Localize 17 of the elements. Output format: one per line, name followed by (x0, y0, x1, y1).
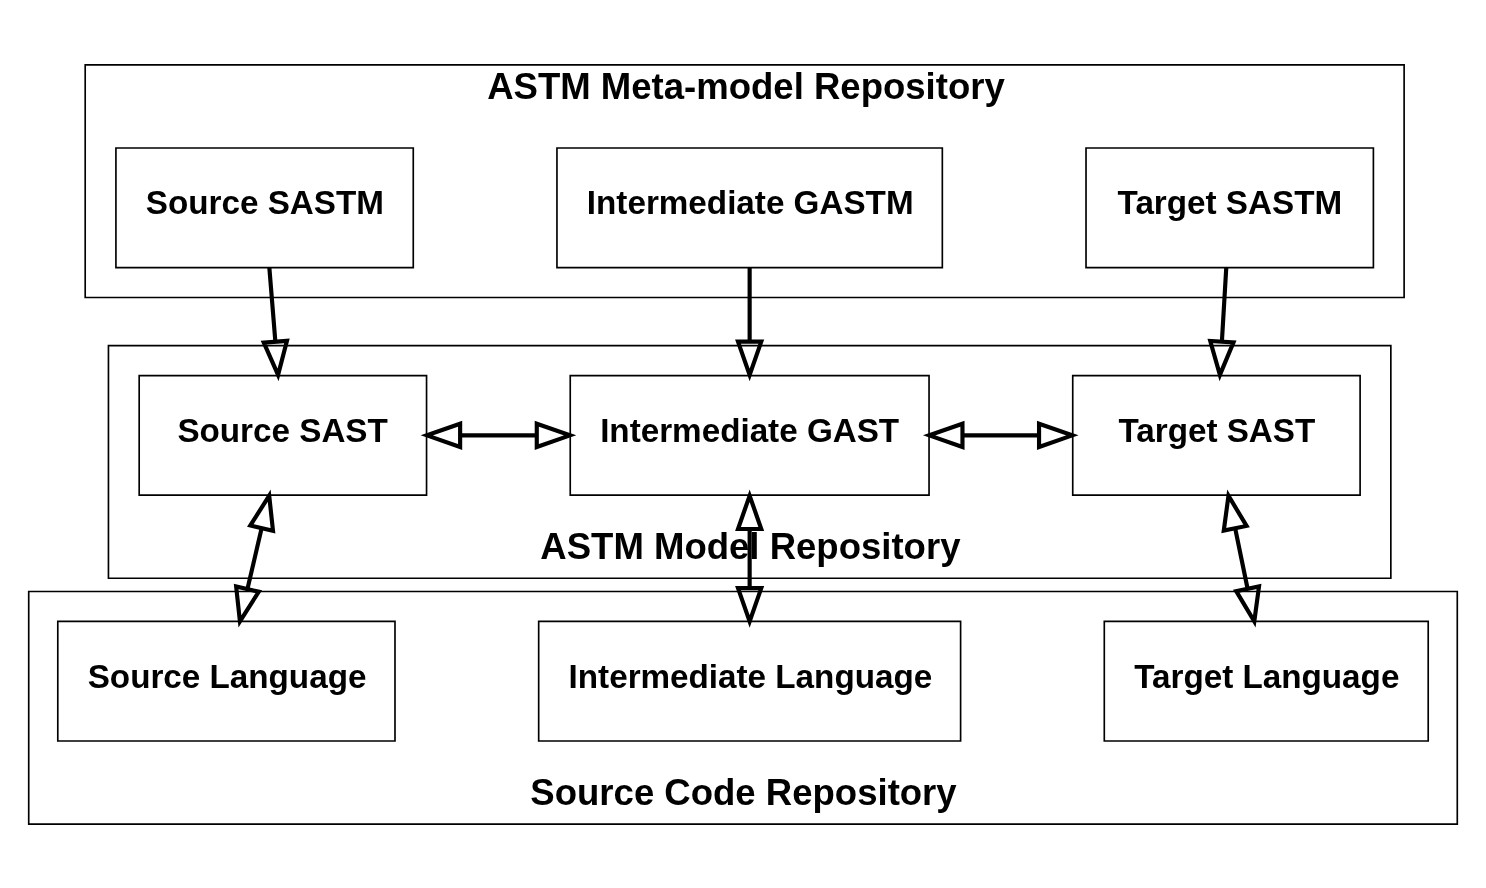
arrow (1221, 489, 1262, 628)
arrow (233, 489, 276, 627)
node-box: Source SASTM (115, 146, 415, 268)
node-box: Target SASTM (1085, 146, 1375, 268)
node-box: Intermediate Language (537, 620, 962, 742)
node-box: Source SAST (138, 374, 428, 496)
node-box: Intermediate GAST (569, 374, 930, 496)
node-box: Target SAST (1071, 374, 1361, 496)
arrow (1207, 267, 1237, 381)
arrow (735, 267, 765, 381)
node-box: Source Language (56, 620, 396, 742)
node-box: Target Language (1103, 620, 1430, 742)
arrow (420, 420, 577, 450)
node-box: Intermediate GASTM (556, 146, 944, 268)
arrow (260, 267, 290, 381)
arrow (922, 420, 1079, 450)
arrow (735, 488, 765, 628)
